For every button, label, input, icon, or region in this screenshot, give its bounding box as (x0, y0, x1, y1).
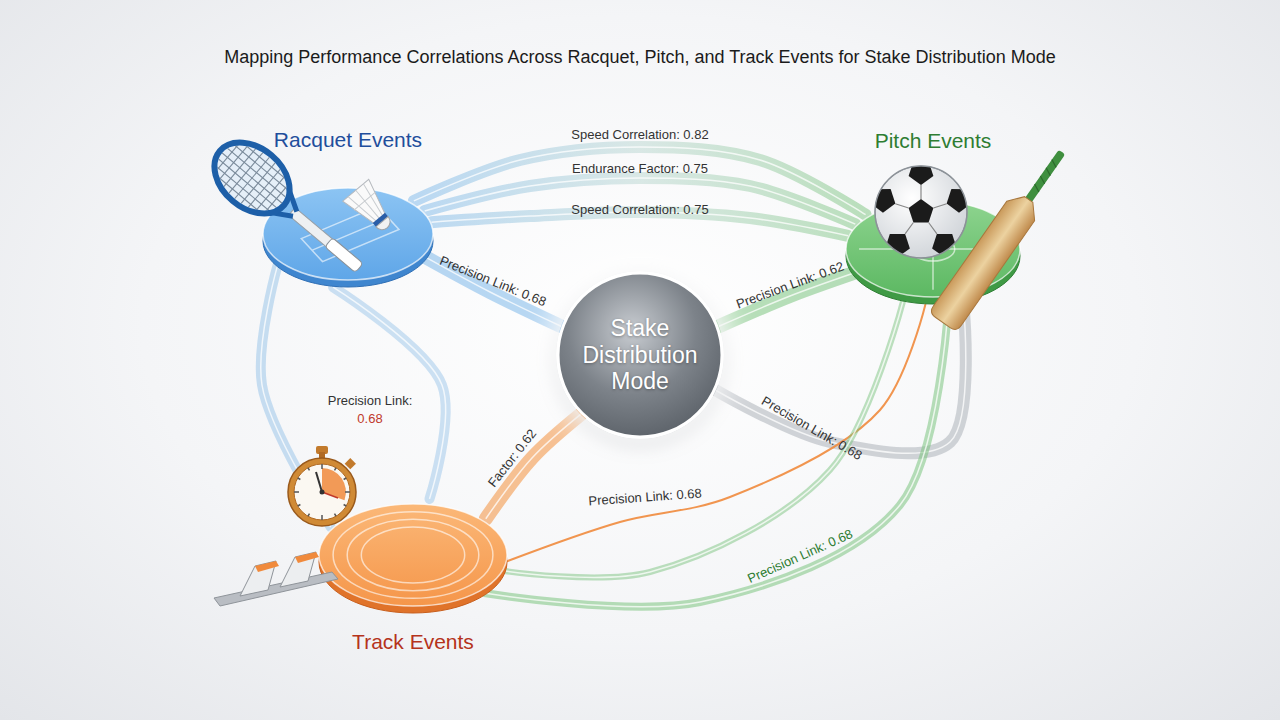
category-disc: Racquet Events (262, 182, 434, 288)
stopwatch (288, 446, 356, 526)
stopwatch-part (316, 446, 328, 454)
tennis-racquet-part-part (224, 146, 288, 200)
disc-shape (845, 195, 1021, 305)
correlation-label: Precision Link: 0.68 (318, 392, 423, 427)
cricket-bat-part (1032, 160, 1058, 192)
tennis-racquet-part-part (206, 167, 270, 221)
category-disc: Track Events (318, 498, 508, 614)
node-title: Track Events (352, 630, 474, 654)
connector-highlight (333, 287, 446, 499)
starting-blocks-part (240, 561, 276, 596)
stopwatch-part (294, 464, 350, 520)
tennis-racquet-part-part (245, 165, 284, 211)
node-label-box: Track Events (352, 630, 474, 654)
starting-blocks-part (255, 561, 279, 572)
stopwatch-part (320, 490, 325, 495)
stopwatch-part-part (298, 478, 301, 480)
stopwatch-part (294, 464, 350, 520)
stopwatch-part-part (335, 468, 337, 471)
node-label-box: Pitch Events (875, 129, 992, 153)
node-title: Stake Distribution Mode (570, 315, 710, 394)
tennis-racquet-part-part (214, 140, 253, 186)
diagram-title: Mapping Performance Correlations Across … (0, 47, 1280, 68)
stopwatch-part (322, 492, 338, 498)
stopwatch-part (319, 452, 325, 459)
surface-marking (859, 208, 1007, 290)
starting-blocks-part (280, 552, 316, 587)
stopwatch-part (322, 468, 346, 500)
correlation-label: Speed Correlation: 0.75 (571, 202, 708, 217)
correlation-connector (333, 287, 446, 499)
stopwatch-part-part (294, 491, 299, 493)
court-line (301, 206, 399, 261)
correlation-label: Precision Link: 0.68 (759, 393, 865, 463)
tennis-racquet-part-part (220, 145, 259, 191)
stopwatch-part (316, 472, 322, 492)
soccer-ball-part-part (909, 162, 934, 186)
tennis-racquet-part-part (227, 150, 266, 196)
disc-shape (262, 182, 434, 288)
stopwatch-part-part (335, 514, 337, 517)
lane-line (361, 527, 464, 583)
stopwatch-part-part (321, 515, 323, 520)
connector-group (261, 265, 331, 527)
disc-shape (318, 498, 508, 614)
starting-blocks-part (214, 572, 338, 606)
stopwatch-part-part (308, 468, 310, 471)
pitch-circle (911, 237, 955, 261)
stopwatch-part-part (298, 505, 301, 507)
node-title: Pitch Events (875, 129, 992, 153)
stopwatch-part-part (344, 505, 347, 507)
pitch-line (859, 208, 1007, 290)
surface-marking (333, 512, 493, 599)
tennis-racquet-part-part (215, 156, 279, 210)
lane-line (347, 519, 479, 590)
starting-blocks-part (295, 552, 319, 563)
tennis-racquet-part-part (239, 160, 278, 206)
disc-top (846, 201, 1020, 297)
disc-top (319, 504, 507, 606)
connector-group (333, 287, 446, 499)
correlation-label: Endurance Factor: 0.75 (572, 161, 708, 176)
node-label-box: Racquet Events (274, 128, 422, 152)
hub-circle: Stake Distribution Mode (556, 271, 724, 439)
category-disc: Pitch Events (845, 195, 1021, 305)
stopwatch-part-part (344, 478, 347, 480)
connector-highlight (261, 265, 331, 527)
correlation-connector (261, 265, 331, 527)
stopwatch-part-part (321, 464, 323, 469)
tennis-racquet-part-part (220, 151, 284, 205)
hub-circle-fill (558, 273, 722, 437)
correlation-label: Speed Correlation: 0.82 (571, 127, 708, 142)
stopwatch-part (345, 458, 356, 469)
tennis-racquet-part-part (233, 155, 272, 201)
stopwatch-part-part (308, 514, 310, 517)
node-label-box: Stake Distribution Mode (556, 271, 724, 439)
stopwatch-part (288, 458, 356, 526)
tennis-racquet-part-part (208, 134, 247, 180)
tennis-racquet-part-part (211, 162, 275, 216)
surface-marking (301, 206, 399, 261)
node-title: Racquet Events (274, 128, 422, 152)
correlation-label: Precision Link: 0.68 (588, 486, 702, 509)
lane-line (333, 512, 493, 599)
cricket-bat-part (1024, 150, 1065, 204)
disc-top (263, 188, 433, 280)
stopwatch-part-part (345, 491, 350, 493)
